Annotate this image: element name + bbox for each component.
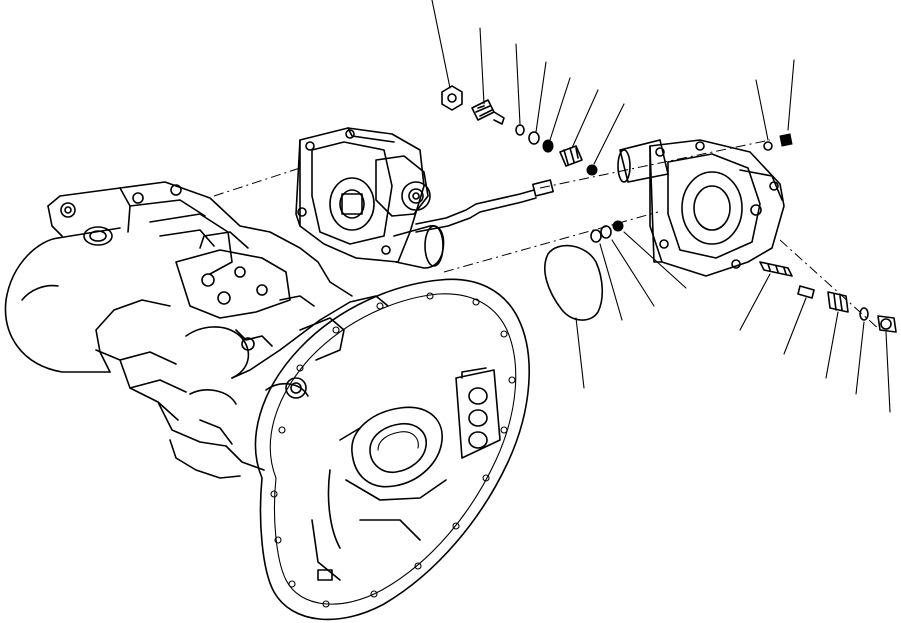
callout-leader-8 bbox=[755, 79, 769, 141]
callout-leader-16 bbox=[825, 311, 839, 379]
left-pump-controller bbox=[295, 127, 554, 269]
flange-plate bbox=[254, 278, 530, 621]
callout-leader-12 bbox=[611, 239, 655, 307]
callout-leader-4 bbox=[535, 61, 547, 133]
main-pump-body bbox=[4, 181, 389, 479]
callout-leader-13 bbox=[623, 231, 687, 289]
callout-leader-17 bbox=[855, 321, 865, 395]
callout-leader-7 bbox=[593, 103, 625, 165]
right-pump-controller bbox=[617, 139, 785, 277]
callout-leaders bbox=[431, 0, 891, 413]
callout-leader-2 bbox=[479, 27, 485, 105]
callout-leader-3 bbox=[515, 43, 521, 125]
callout-leader-14 bbox=[739, 273, 771, 331]
callout-leader-9 bbox=[787, 59, 795, 131]
callout-leader-1 bbox=[431, 0, 451, 89]
callout-leader-6 bbox=[571, 89, 599, 149]
callout-leader-11 bbox=[599, 243, 623, 321]
flange-bolt-holes bbox=[270, 292, 516, 608]
small-parts bbox=[441, 85, 897, 333]
callout-leader-15 bbox=[783, 297, 807, 355]
callout-leader-18 bbox=[885, 331, 891, 413]
callout-leader-10 bbox=[575, 317, 585, 389]
assembly-center-lines bbox=[213, 139, 881, 331]
callout-leader-5 bbox=[549, 77, 571, 141]
o-ring-seal bbox=[544, 244, 604, 321]
